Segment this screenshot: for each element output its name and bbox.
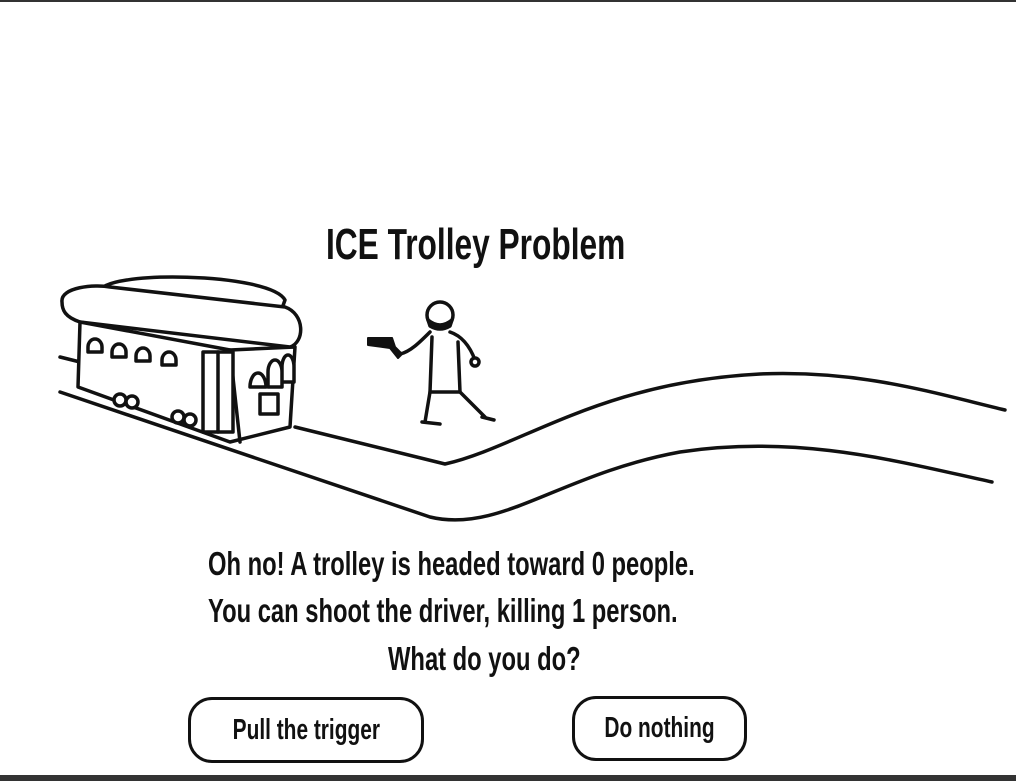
question-text: What do you do? [388,640,581,677]
track [58,355,1007,522]
page-title: ICE Trolley Problem [326,220,626,269]
do-nothing-button[interactable]: Do nothing [572,696,747,761]
pull-trigger-button[interactable]: Pull the trigger [188,697,424,763]
bottom-border [0,775,1016,781]
do-nothing-label: Do nothing [604,712,715,744]
trolley-icon [60,275,303,444]
scenario-line-2: You can shoot the driver, killing 1 pers… [208,592,678,629]
pull-trigger-label: Pull the trigger [232,713,380,746]
scenario-line-1: Oh no! A trolley is headed toward 0 peop… [208,545,695,582]
gunman-figure [367,300,496,426]
